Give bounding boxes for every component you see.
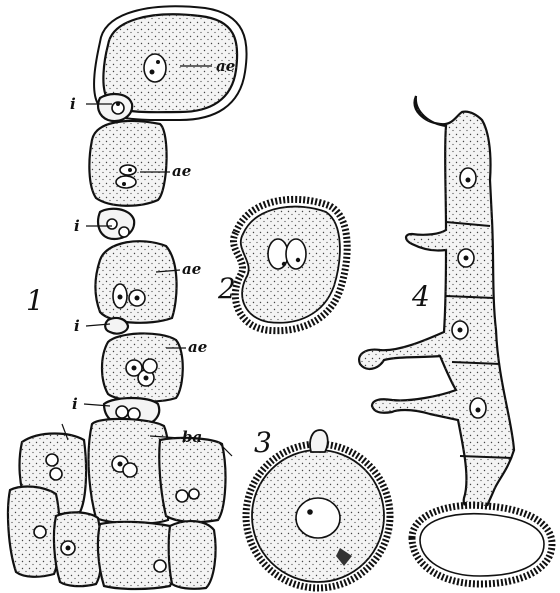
label-ae: ae	[216, 57, 235, 75]
cell-second-cytoplasm	[89, 121, 166, 206]
label-ae: ae	[188, 338, 207, 356]
figure-number-2: 2	[217, 272, 236, 305]
nucleolus	[116, 102, 120, 106]
figure-2-cyst	[234, 199, 348, 330]
tissue-cell-cytoplasm	[159, 438, 225, 522]
label-ae: ae	[172, 162, 191, 180]
nucleolus	[144, 376, 149, 381]
figure-number-3: 3	[254, 426, 272, 459]
figure-number-4: 4	[411, 280, 430, 313]
tissue-cell-cytoplasm	[98, 522, 175, 589]
nucleolus	[464, 256, 469, 261]
nucleus	[116, 406, 128, 418]
nucleus	[154, 560, 166, 572]
nucleus	[189, 489, 199, 499]
nucleolus	[282, 262, 286, 266]
cell-intercalary-3	[105, 318, 128, 334]
label-i: i	[70, 95, 76, 113]
nucleolus	[118, 295, 123, 300]
nucleus	[176, 490, 188, 502]
nucleus	[107, 219, 117, 229]
nucleolus	[156, 60, 160, 64]
label-ba: ba	[182, 428, 202, 446]
nucleolus	[128, 168, 132, 172]
nucleolus	[66, 546, 71, 551]
nucleolus	[135, 296, 140, 301]
nucleus	[46, 454, 58, 466]
nucleolus	[296, 258, 300, 262]
tissue-cell-cytoplasm	[169, 521, 216, 589]
nucleus	[50, 468, 62, 480]
label-i: i	[72, 395, 78, 413]
nucleolus	[122, 182, 126, 186]
nucleolus	[307, 509, 313, 515]
label-ae: ae	[182, 260, 201, 278]
nucleus	[144, 54, 166, 82]
nucleus	[123, 463, 137, 477]
nucleolus	[132, 366, 137, 371]
nucleus	[286, 239, 306, 269]
label-i: i	[74, 317, 80, 335]
nucleus	[143, 359, 157, 373]
germ-tube	[310, 430, 328, 452]
nucleus	[119, 227, 129, 237]
nucleolus	[458, 328, 463, 333]
figure-number-1: 1	[26, 284, 44, 317]
nucleolus	[476, 408, 481, 413]
nucleolus	[118, 462, 123, 467]
nucleolus	[466, 178, 471, 183]
empty-spore-lumen	[420, 514, 544, 576]
nucleolus	[150, 70, 155, 75]
nucleus	[116, 176, 136, 188]
nucleus	[34, 526, 46, 538]
label-i: i	[74, 217, 80, 235]
cell-third-cytoplasm	[96, 241, 177, 323]
nucleus	[296, 498, 340, 538]
